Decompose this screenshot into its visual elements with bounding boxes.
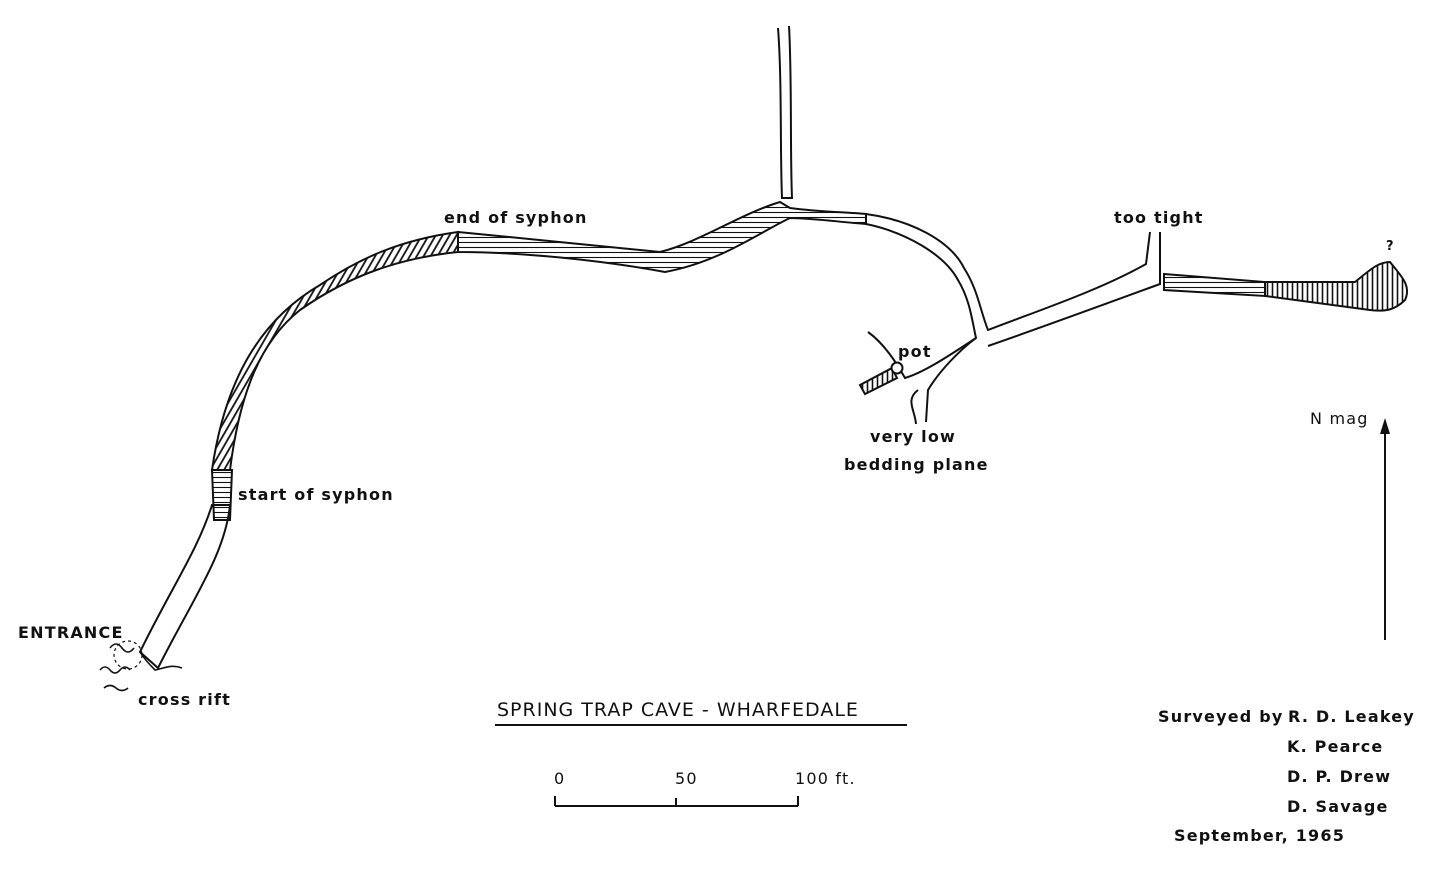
syphon-passage [210, 230, 459, 471]
scale-tick-0: 0 [554, 769, 566, 788]
cross-rift [139, 651, 183, 671]
label-bedding-plane: bedding plane [844, 455, 989, 474]
syphon-start-pool [210, 469, 234, 521]
credits-prefix: Surveyed by [1158, 707, 1284, 726]
surveyor-name: K. Pearce [1287, 737, 1384, 756]
pot-side-passage [867, 331, 977, 425]
flooded-passage [457, 200, 867, 274]
entrance-squiggle [99, 643, 135, 692]
label-end-of-syphon: end of syphon [444, 208, 588, 227]
east-sump-end [1264, 260, 1409, 312]
scale-tick-50: 50 [675, 769, 698, 788]
pot-symbol [890, 361, 904, 375]
surveyor-name: R. D. Leakey [1288, 707, 1415, 726]
east-sump-passage [1163, 272, 1266, 298]
north-label: N mag [1310, 409, 1369, 428]
surveyor-name: D. P. Drew [1287, 767, 1392, 786]
label-start-of-syphon: start of syphon [238, 485, 394, 504]
label-question: ? [1386, 239, 1395, 254]
label-pot: pot [898, 342, 932, 361]
north-arrow-head [1380, 418, 1390, 434]
scale-bar [554, 796, 799, 807]
label-very-low: very low [870, 427, 957, 446]
title-underline [495, 724, 907, 726]
scale-tick-100: 100 ft. [795, 769, 856, 788]
surveyor-name: D. Savage [1287, 797, 1389, 816]
label-too-tight: too tight [1114, 208, 1204, 227]
main-passage-east [865, 213, 1161, 423]
map-title: SPRING TRAP CAVE - WHARFEDALE [497, 699, 859, 721]
survey-date: September, 1965 [1174, 826, 1346, 845]
north-branch-passage [777, 25, 794, 199]
entrance-circle [113, 640, 143, 670]
entrance-passage [138, 504, 232, 670]
label-entrance: ENTRANCE [18, 623, 124, 642]
pot-hatched-passage [858, 366, 899, 396]
label-cross-rift: cross rift [138, 690, 231, 709]
